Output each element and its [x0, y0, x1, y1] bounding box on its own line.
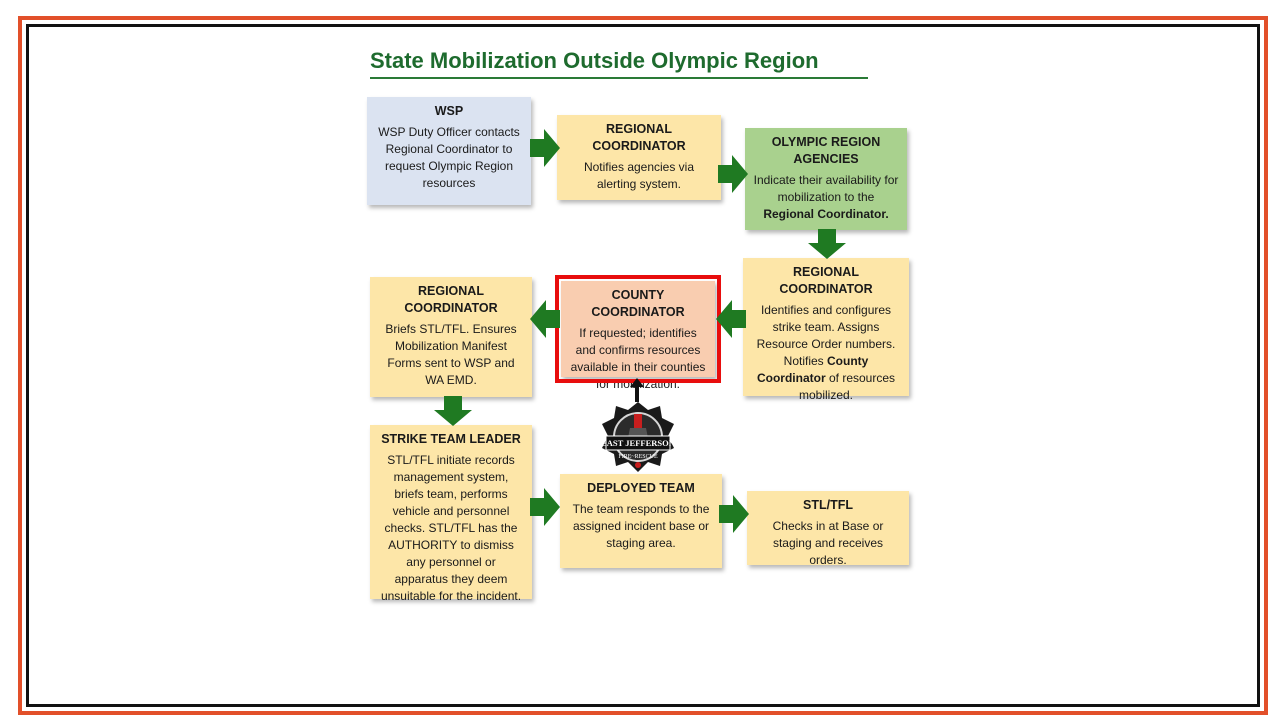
badge-line2: FIRE~RESCUE: [618, 454, 658, 460]
box-text-bold: Regional Coordinator.: [763, 207, 889, 221]
box-text-main: Identifies and configures strike team. A…: [756, 303, 896, 368]
arrow-right-icon: [530, 488, 560, 526]
box-wsp: WSP WSP Duty Officer contacts Regional C…: [367, 97, 531, 205]
box-heading: REGIONAL COORDINATOR: [779, 265, 873, 296]
box-text-main: Indicate their availability for mobiliza…: [753, 173, 899, 204]
box-heading: STL/TFL: [803, 498, 853, 512]
box-strike-team-leader: STRIKE TEAM LEADER STL/TFL initiate reco…: [370, 425, 532, 603]
box-text: STL/TFL initiate records management syst…: [380, 453, 522, 603]
box-regional-coordinator-3: REGIONAL COORDINATOR Briefs STL/TFL. Ens…: [370, 277, 532, 397]
box-heading: REGIONAL COORDINATOR: [592, 122, 686, 153]
box-stl-tfl: STL/TFL Checks in at Base or staging and…: [747, 491, 909, 567]
box-text-end: of resources mobilized.: [798, 371, 896, 402]
box-heading: STRIKE TEAM LEADER: [381, 432, 521, 446]
box-heading: DEPLOYED TEAM: [587, 481, 695, 495]
inner-frame: [26, 24, 1260, 707]
box-olympic-region-agencies: OLYMPIC REGION AGENCIES Indicate their a…: [745, 128, 907, 230]
box-text: WSP Duty Officer contacts Regional Coord…: [378, 125, 520, 190]
arrow-right-icon: [530, 129, 560, 167]
box-text: The team responds to the assigned incide…: [572, 502, 710, 550]
box-text: Checks in at Base or staging and receive…: [772, 519, 884, 567]
arrow-up-icon: [630, 378, 644, 402]
box-text: Identifies and configures strike team. A…: [751, 302, 901, 404]
outer-frame: [18, 16, 1268, 715]
box-text: Briefs STL/TFL. Ensures Mobilization Man…: [385, 322, 517, 387]
box-regional-coordinator-2: REGIONAL COORDINATOR Identifies and conf…: [743, 258, 909, 402]
box-text-bold: County Coordinator: [756, 354, 869, 385]
box-text: Notifies agencies via alerting system.: [583, 160, 695, 191]
arrow-down-icon: [808, 229, 846, 259]
arrow-left-icon: [716, 300, 746, 338]
box-text: Indicate their availability for mobiliza…: [753, 172, 899, 223]
arrow-right-icon: [719, 495, 749, 533]
arrow-right-icon: [718, 155, 748, 193]
page-title: State Mobilization Outside Olympic Regio…: [370, 48, 868, 79]
arrow-left-icon: [530, 300, 560, 338]
box-heading: OLYMPIC REGION AGENCIES: [771, 135, 881, 166]
badge-line1: EAST JEFFERSON: [601, 438, 676, 448]
box-heading: REGIONAL COORDINATOR: [404, 284, 498, 315]
box-county-coordinator: COUNTY COORDINATOR If requested; identif…: [555, 275, 721, 391]
box-heading: COUNTY COORDINATOR: [591, 288, 685, 319]
box-regional-coordinator-1: REGIONAL COORDINATOR Notifies agencies v…: [557, 115, 721, 200]
box-heading: WSP: [434, 104, 464, 118]
box-deployed-team: DEPLOYED TEAM The team responds to the a…: [560, 474, 722, 568]
fire-rescue-badge-icon: EAST JEFFERSON FIRE~RESCUE: [600, 400, 676, 476]
arrow-down-icon: [434, 396, 472, 426]
box-text: If requested; identifies and confirms re…: [570, 326, 706, 391]
